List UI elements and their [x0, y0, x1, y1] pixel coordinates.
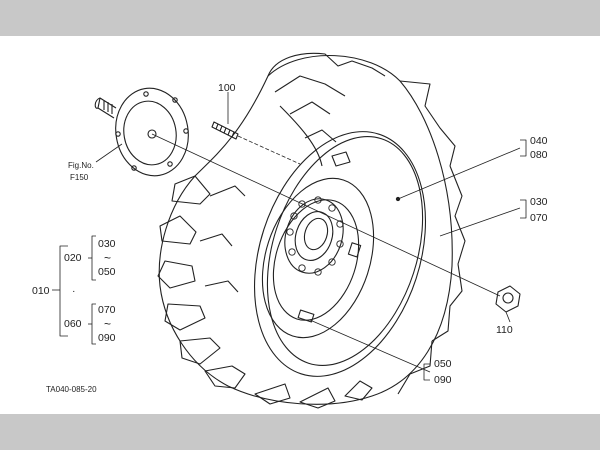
rim-drawing [253, 131, 427, 377]
assembly-tree-brackets [52, 235, 96, 345]
fig-ref-number: F150 [70, 173, 89, 182]
callout-030: 030 [530, 196, 548, 208]
assembly-range-to: 090 [98, 332, 116, 344]
callout-050: 050 [434, 358, 452, 370]
drawing-sheet: 100 040 080 030 070 110 050 090 Fig.No. … [0, 36, 600, 414]
axle-flange-drawing [94, 87, 189, 177]
assembly-range-to: 050 [98, 266, 116, 278]
drawing-code: TA040-085-20 [46, 385, 97, 394]
assembly-range-symbol: ~ [104, 317, 112, 331]
stud-bolt-drawing [211, 121, 239, 140]
callout-040: 040 [530, 135, 548, 147]
assembly-group-code: 060 [64, 318, 82, 330]
callout-070: 070 [530, 212, 548, 224]
wheel-assembly-illustration [52, 52, 527, 409]
assembly-root-code: 010 [32, 285, 50, 297]
assembly-range-from: 070 [98, 304, 116, 316]
assembly-separator: · [72, 285, 76, 297]
hub-nut-drawing [495, 285, 521, 313]
assembly-group-code: 020 [64, 252, 82, 264]
assembly-range-symbol: ~ [104, 251, 112, 265]
fig-ref-label: Fig.No. [68, 161, 94, 170]
callout-110: 110 [496, 324, 513, 336]
callout-080: 080 [530, 149, 548, 161]
assembly-range-from: 030 [98, 238, 116, 250]
callout-100: 100 [218, 82, 236, 94]
callout-090: 090 [434, 374, 452, 386]
tire-drawing [157, 52, 466, 409]
